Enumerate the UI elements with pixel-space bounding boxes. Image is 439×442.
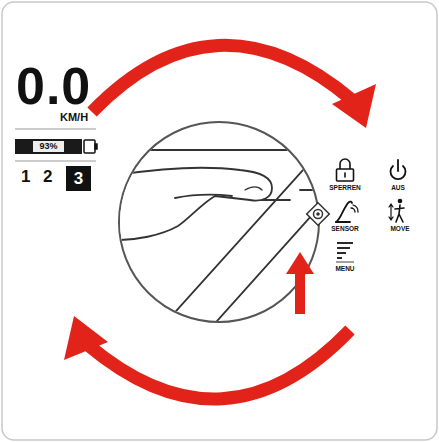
level-number: 1	[21, 168, 30, 185]
move-icon	[389, 199, 404, 222]
battery-bar: 93%	[15, 139, 82, 154]
detail-circle	[119, 122, 319, 322]
speed-unit: KM/H	[60, 112, 88, 123]
button-icon	[307, 203, 330, 226]
selected-level: 3	[66, 166, 91, 191]
divider	[15, 129, 96, 130]
node-text: 3	[74, 170, 83, 187]
menu-icon	[336, 243, 354, 262]
cycle-arrow	[92, 45, 352, 112]
function-label: SPERREN	[329, 185, 360, 192]
function-label: MENU	[335, 266, 354, 273]
handlebar-hand	[118, 140, 330, 340]
speed-value: 0.0	[16, 60, 91, 112]
press-arrow	[286, 252, 314, 314]
function-label: MOVE	[390, 226, 409, 233]
level-number: 2	[43, 168, 52, 185]
sensor-icon	[336, 202, 358, 222]
function-label: AUS	[391, 185, 405, 192]
battery-icon	[84, 140, 97, 153]
lock-icon	[337, 159, 354, 181]
cycle-arrow	[88, 330, 350, 399]
node-text: 93%	[33, 141, 63, 152]
arrow-head	[64, 316, 108, 360]
power-icon	[391, 160, 406, 179]
function-label: SENSOR	[331, 226, 358, 233]
arrow-head	[332, 84, 376, 128]
divider	[15, 161, 96, 162]
